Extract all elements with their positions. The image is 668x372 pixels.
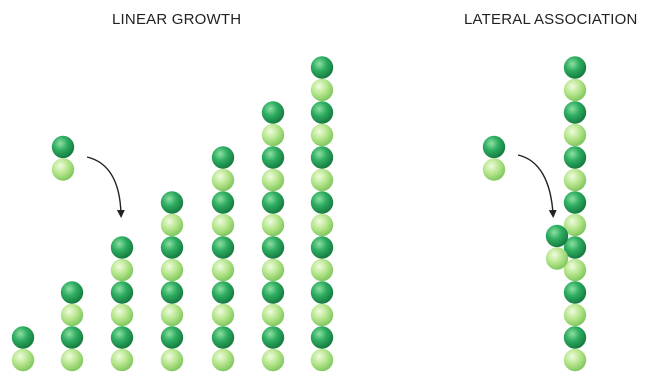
linear-filament-4-dark-subunit bbox=[160, 236, 184, 259]
linear-filament-5-dark-subunit bbox=[211, 281, 235, 304]
lateral-filament-dark-subunit bbox=[563, 281, 587, 304]
linear-filament-1-dark-subunit bbox=[11, 326, 35, 349]
lateral-filament-dark-subunit bbox=[563, 236, 587, 259]
linear-growth-arrow bbox=[86, 156, 125, 218]
linear-filament-7-dark-subunit bbox=[310, 281, 334, 304]
lateral-filament-light-subunit bbox=[563, 348, 587, 372]
linear-filament-6-dark-subunit bbox=[261, 146, 285, 169]
lateral-filament-dark-subunit bbox=[563, 146, 587, 169]
subunits-layer bbox=[11, 56, 587, 372]
lateral-filament-dark-subunit bbox=[563, 191, 587, 214]
linear-filament-5-light-subunit bbox=[211, 303, 235, 327]
linear-filament-4-light-subunit bbox=[160, 258, 184, 282]
linear-free-dimer-light-subunit bbox=[51, 158, 75, 181]
linear-filament-2-dark-subunit bbox=[60, 281, 84, 304]
linear-filament-2-light-subunit bbox=[60, 348, 84, 372]
linear-filament-7-light-subunit bbox=[310, 78, 334, 102]
linear-filament-3-light-subunit bbox=[110, 348, 134, 372]
linear-filament-5-dark-subunit bbox=[211, 326, 235, 349]
linear-filament-2-dark-subunit bbox=[60, 326, 84, 349]
lateral-filament-light-subunit bbox=[563, 213, 587, 237]
lateral-association-title: LATERAL ASSOCIATION bbox=[464, 11, 638, 28]
linear-filament-6-light-subunit bbox=[261, 348, 285, 372]
lateral-filament-dark-subunit bbox=[563, 56, 587, 79]
linear-filament-5-light-subunit bbox=[211, 258, 235, 282]
linear-filament-1-light-subunit bbox=[11, 348, 35, 372]
linear-filament-3-light-subunit bbox=[110, 258, 134, 282]
linear-filament-3-light-subunit bbox=[110, 303, 134, 327]
linear-filament-7-light-subunit bbox=[310, 168, 334, 192]
lateral-bound-dimer-light-subunit bbox=[545, 247, 569, 270]
linear-filament-5-light-subunit bbox=[211, 348, 235, 372]
linear-filament-7-light-subunit bbox=[310, 213, 334, 237]
lateral-filament-dark-subunit bbox=[563, 326, 587, 349]
linear-filament-7-light-subunit bbox=[310, 258, 334, 282]
linear-filament-7-light-subunit bbox=[310, 303, 334, 327]
lateral-filament-light-subunit bbox=[563, 123, 587, 147]
linear-filament-4-dark-subunit bbox=[160, 191, 184, 214]
lateral-filament-light-subunit bbox=[563, 258, 587, 282]
linear-filament-6-light-subunit bbox=[261, 168, 285, 192]
linear-filament-4-light-subunit bbox=[160, 213, 184, 237]
linear-filament-5-dark-subunit bbox=[211, 236, 235, 259]
lateral-bound-dimer-dark-subunit bbox=[545, 224, 569, 248]
linear-filament-6-dark-subunit bbox=[261, 191, 285, 214]
linear-filament-6-light-subunit bbox=[261, 213, 285, 237]
linear-filament-6-dark-subunit bbox=[261, 101, 285, 124]
linear-filament-5-light-subunit bbox=[211, 213, 235, 237]
linear-filament-4-light-subunit bbox=[160, 303, 184, 327]
linear-filament-7-dark-subunit bbox=[310, 146, 334, 169]
linear-filament-6-light-subunit bbox=[261, 123, 285, 147]
linear-filament-3-dark-subunit bbox=[110, 326, 134, 349]
linear-filament-5-light-subunit bbox=[211, 168, 235, 192]
linear-filament-7-light-subunit bbox=[310, 123, 334, 147]
lateral-association-arrow bbox=[517, 154, 557, 218]
arrows-layer bbox=[86, 154, 557, 218]
linear-filament-7-dark-subunit bbox=[310, 56, 334, 79]
linear-filament-6-light-subunit bbox=[261, 303, 285, 327]
linear-filament-7-dark-subunit bbox=[310, 326, 334, 349]
linear-filament-4-light-subunit bbox=[160, 348, 184, 372]
linear-filament-2-light-subunit bbox=[60, 303, 84, 327]
lateral-free-dimer-light-subunit bbox=[482, 158, 506, 181]
linear-filament-7-dark-subunit bbox=[310, 236, 334, 259]
linear-filament-5-dark-subunit bbox=[211, 191, 235, 214]
linear-filament-7-dark-subunit bbox=[310, 191, 334, 214]
lateral-filament-dark-subunit bbox=[563, 101, 587, 124]
lateral-filament-light-subunit bbox=[563, 303, 587, 327]
linear-filament-3-dark-subunit bbox=[110, 236, 134, 259]
lateral-filament-light-subunit bbox=[563, 168, 587, 192]
linear-filament-6-light-subunit bbox=[261, 258, 285, 282]
linear-filament-3-dark-subunit bbox=[110, 281, 134, 304]
linear-filament-5-dark-subunit bbox=[211, 146, 235, 169]
linear-filament-6-dark-subunit bbox=[261, 281, 285, 304]
linear-filament-7-light-subunit bbox=[310, 348, 334, 372]
lateral-free-dimer-dark-subunit bbox=[482, 135, 506, 159]
linear-filament-6-dark-subunit bbox=[261, 326, 285, 349]
linear-filament-4-dark-subunit bbox=[160, 326, 184, 349]
linear-filament-4-dark-subunit bbox=[160, 281, 184, 304]
linear-filament-6-dark-subunit bbox=[261, 236, 285, 259]
linear-filament-7-dark-subunit bbox=[310, 101, 334, 124]
lateral-filament-light-subunit bbox=[563, 78, 587, 102]
linear-free-dimer-dark-subunit bbox=[51, 135, 75, 159]
linear-growth-title: LINEAR GROWTH bbox=[112, 11, 242, 28]
